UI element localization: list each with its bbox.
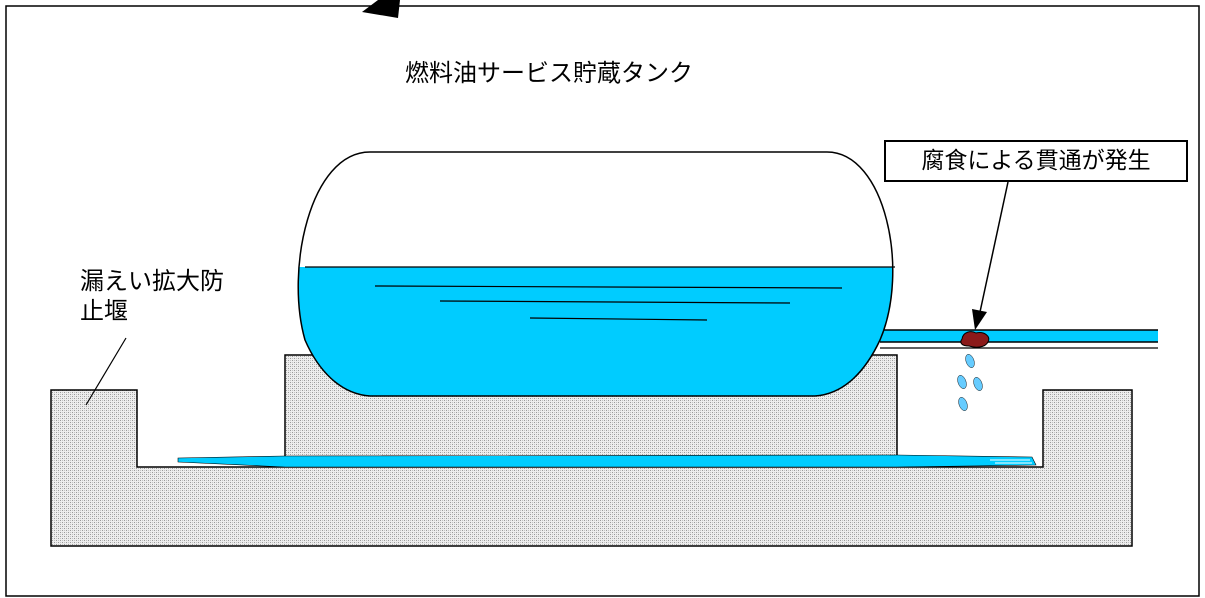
tank-outline bbox=[297, 151, 894, 397]
fuel-ripple-3 bbox=[529, 317, 708, 321]
tank-title: 燃料油サービス貯蔵タンク bbox=[405, 59, 693, 87]
dike-leader-line bbox=[85, 337, 127, 406]
leak-dike bbox=[50, 389, 1133, 547]
dike-label: 漏えい拡大防止堰 bbox=[80, 266, 224, 326]
fuel-ripple-1 bbox=[374, 285, 843, 289]
leaked-oil-pool bbox=[177, 454, 1037, 468]
top-arrow-head bbox=[362, 0, 400, 18]
corrosion-arrow-head bbox=[972, 309, 987, 330]
fuel-ripple-2 bbox=[439, 300, 791, 304]
corrosion-arrow-line bbox=[979, 181, 1009, 313]
pool-ripple bbox=[990, 459, 1032, 464]
corrosion-spot bbox=[960, 331, 990, 348]
tank-fuel bbox=[298, 267, 893, 396]
dike-label-line1: 漏えい拡大防 bbox=[80, 267, 224, 295]
figure-frame bbox=[5, 5, 1200, 597]
corrosion-callout: 腐食による貫通が発生 bbox=[884, 140, 1188, 182]
pipe-line bbox=[880, 330, 1158, 342]
dike-label-line2: 止堰 bbox=[80, 297, 128, 325]
leak-droplets bbox=[957, 354, 983, 411]
